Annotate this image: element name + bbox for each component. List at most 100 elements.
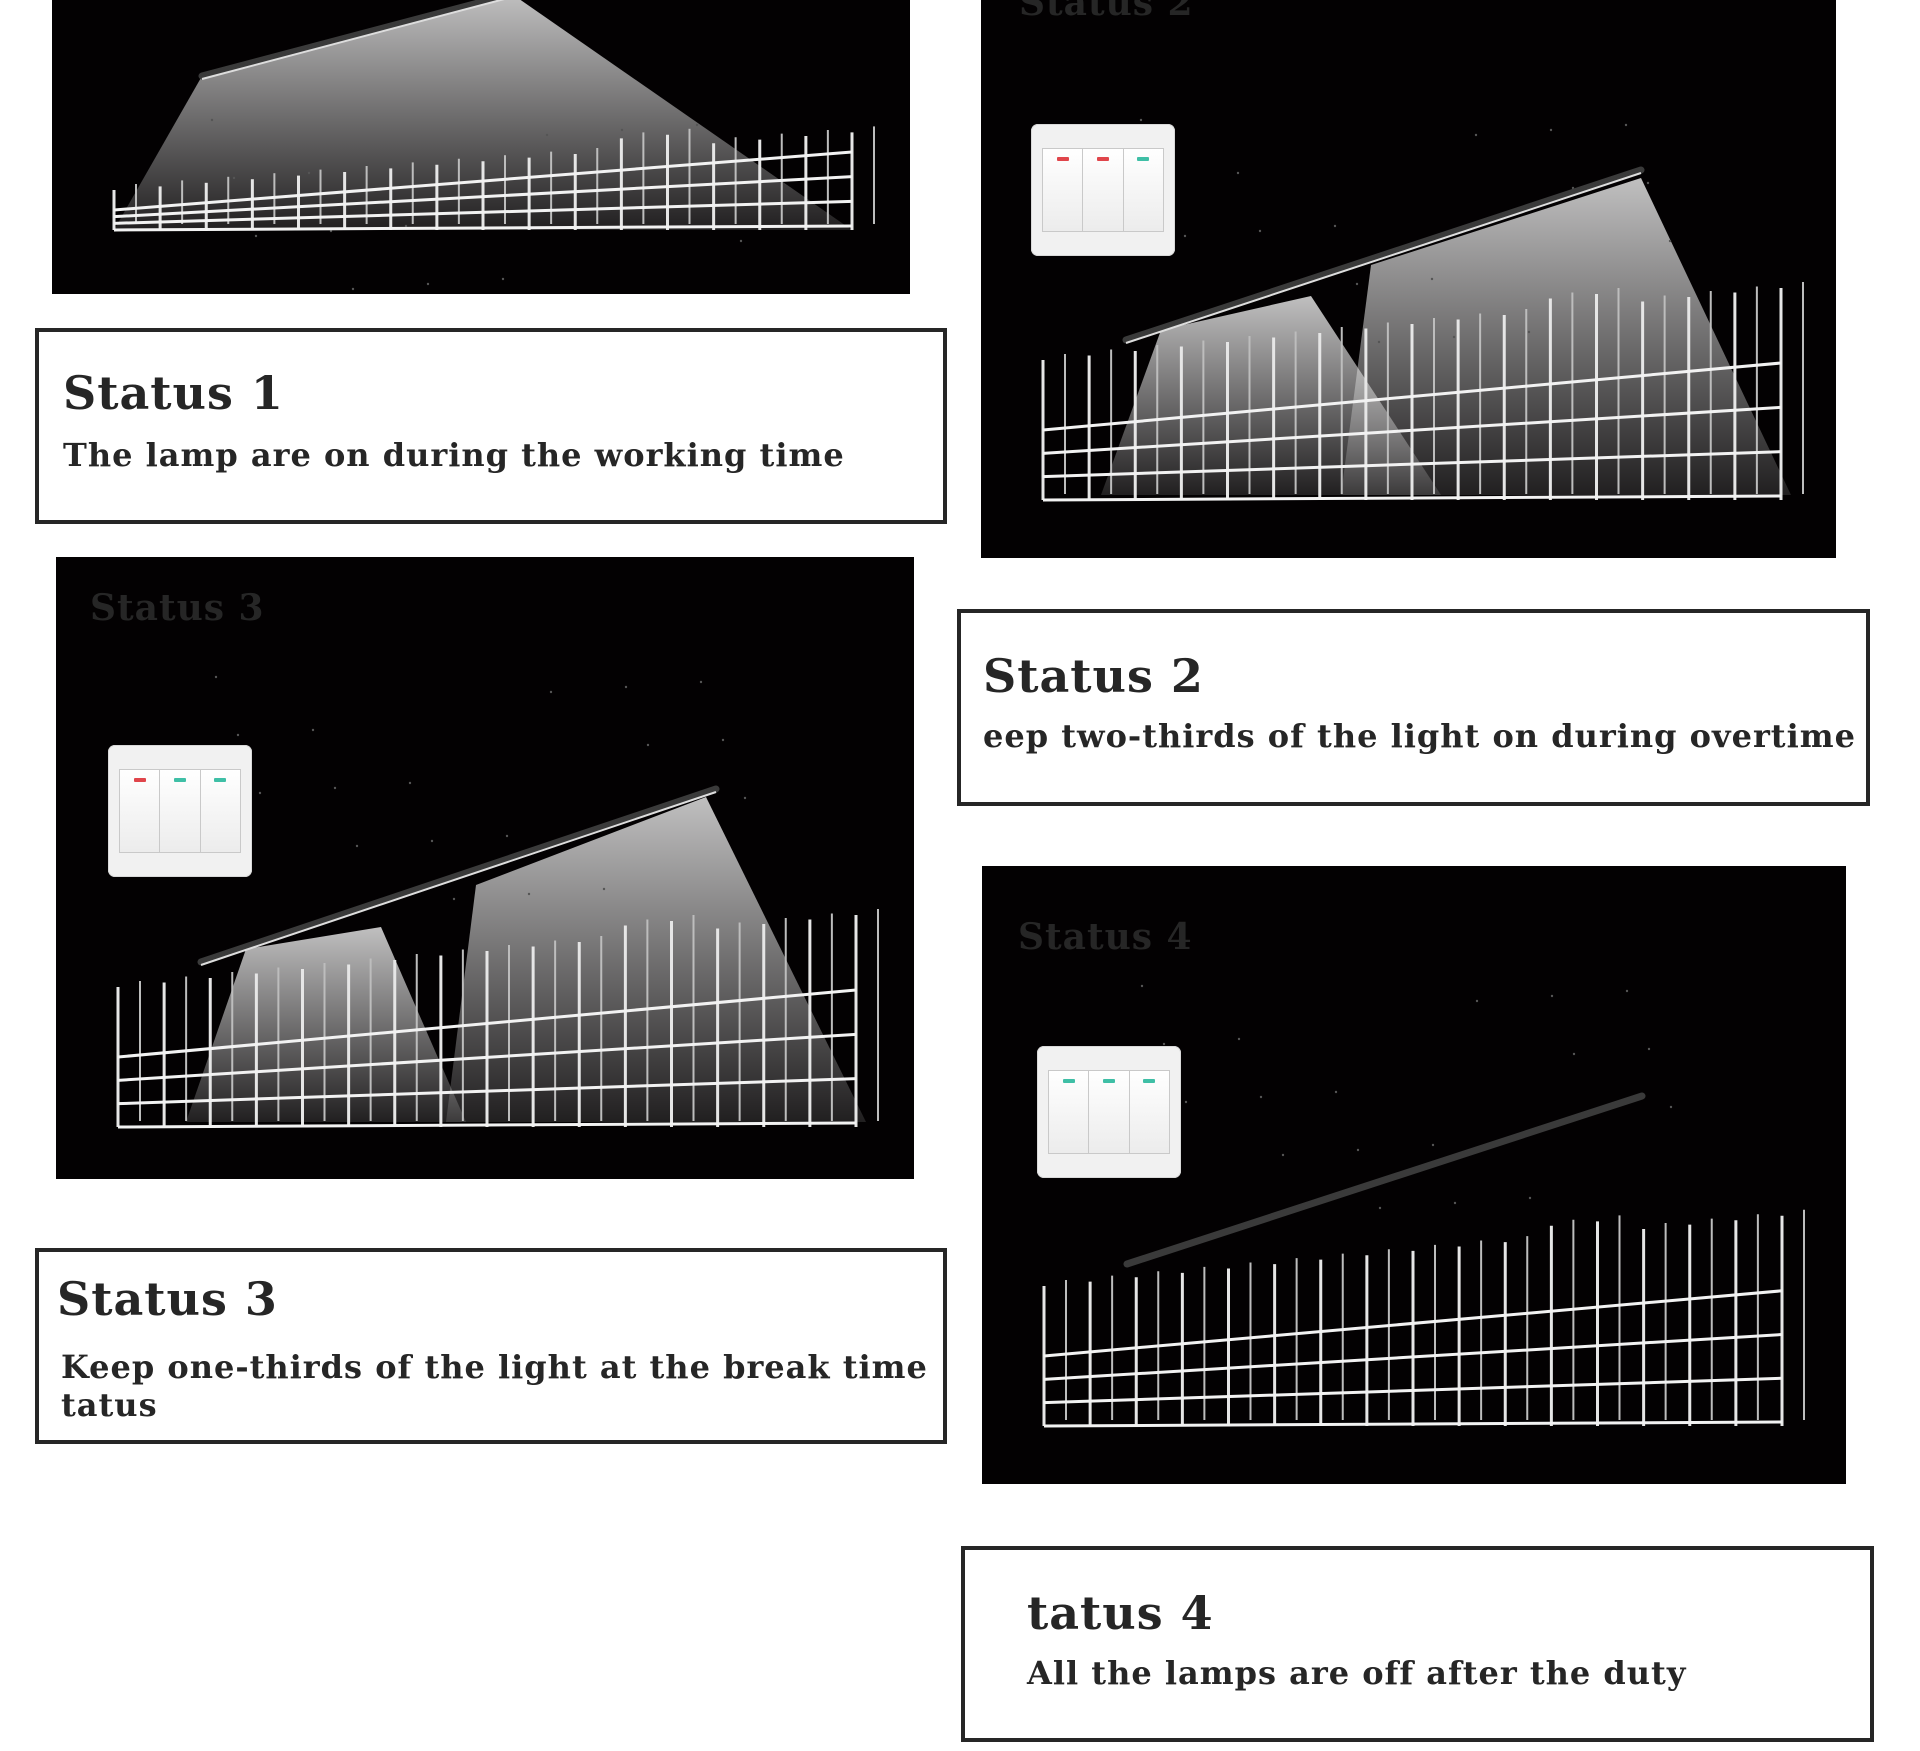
dust-dot	[505, 834, 509, 838]
shelving-scene	[1041, 118, 1804, 502]
wall-switch	[108, 745, 252, 877]
dust-dot	[721, 738, 725, 742]
linear-lamp	[198, 0, 504, 80]
dust-dot	[646, 743, 650, 747]
dust-dot	[1259, 1095, 1263, 1099]
dust-dot	[1646, 181, 1650, 185]
dust-dot	[1668, 239, 1672, 243]
indicator-led-icon	[1143, 1079, 1156, 1083]
shelf-beam	[117, 1032, 857, 1082]
scene-graphics	[1041, 118, 1804, 502]
wall-switch	[1031, 124, 1175, 256]
status-2-caption: Status 2 eep two-thirds of the light on …	[957, 609, 1870, 806]
scene-image-status-1	[52, 0, 910, 294]
scene-graphics	[112, 0, 875, 291]
shelf-beam	[1043, 1333, 1783, 1381]
dust-dot	[1334, 1090, 1338, 1094]
dust-dot	[1453, 1201, 1457, 1205]
caption-title: Status 2	[983, 649, 1204, 703]
switch-rocker	[1129, 1071, 1169, 1153]
dust-dot	[311, 728, 315, 732]
status-4-caption: tatus 4 All the lamps are off after the …	[961, 1546, 1874, 1742]
switch-rocker	[160, 770, 201, 852]
dust-dot	[1184, 1100, 1188, 1104]
dust-dot	[1281, 1153, 1285, 1157]
shelf-beam	[113, 150, 853, 212]
panel-watermark: Status 4	[1018, 916, 1193, 958]
switch-rocker	[1049, 1071, 1090, 1153]
dust-dot	[333, 786, 337, 790]
dust-dot	[1356, 1148, 1360, 1152]
dust-dot	[408, 781, 412, 785]
dust-dot	[1140, 984, 1144, 988]
dust-dot	[699, 680, 703, 684]
shelf-beam	[1042, 494, 1782, 502]
lamp-diffuser	[1125, 172, 1642, 344]
caption-title: tatus 4	[1027, 1586, 1214, 1640]
dust-dot	[404, 224, 408, 228]
dust-dot	[1527, 330, 1531, 334]
dust-dot	[1377, 340, 1381, 344]
dust-dot	[501, 277, 505, 281]
dust-dot	[426, 282, 430, 286]
dust-dot	[1355, 282, 1359, 286]
dust-dot	[1333, 224, 1337, 228]
indicator-led-icon	[1137, 157, 1150, 161]
dust-dot	[307, 171, 311, 175]
dust-dot	[1475, 999, 1479, 1003]
status-1-caption: Status 1 The lamp are on during the work…	[35, 328, 947, 524]
dust-dot	[254, 234, 258, 238]
indicator-led-icon	[214, 778, 227, 782]
shelf-beam	[1042, 450, 1782, 479]
panel-watermark: Status 2	[1019, 0, 1194, 24]
dust-dot	[1237, 1037, 1241, 1041]
shelf-beam	[1043, 1376, 1783, 1405]
indicator-led-icon	[1102, 1079, 1115, 1083]
dust-dot	[624, 685, 628, 689]
dust-dot	[620, 128, 624, 132]
indicator-led-icon	[1096, 157, 1109, 161]
dust-dot	[1549, 128, 1553, 132]
shelving-scene	[116, 675, 879, 1129]
shelf-beam	[117, 1077, 857, 1106]
switch-rocker	[1123, 149, 1163, 231]
dust-dot	[1431, 1143, 1435, 1147]
linear-lamp	[1122, 166, 1645, 344]
dust-dot	[1624, 123, 1628, 127]
caption-title: Status 3	[57, 1272, 278, 1326]
scene-image-status-2: Status 2	[981, 0, 1836, 558]
dust-dot	[430, 839, 434, 843]
dust-dot	[232, 176, 236, 180]
dust-dot	[1139, 118, 1143, 122]
caption-title: Status 1	[63, 366, 284, 420]
shelf-beam	[1042, 361, 1782, 432]
dust-dot	[527, 892, 531, 896]
linear-lamp	[197, 785, 720, 966]
shelf-beam	[113, 175, 853, 219]
switch-rocker	[1089, 1071, 1130, 1153]
caption-description: The lamp are on during the working time	[63, 436, 845, 474]
indicator-led-icon	[1056, 157, 1069, 161]
lamp-diffuser	[201, 0, 505, 80]
indicator-led-icon	[133, 778, 146, 782]
switch-rocker	[120, 770, 161, 852]
dust-dot	[1647, 1047, 1651, 1051]
shelving-scene	[1042, 984, 1805, 1428]
switch-rocker	[1083, 149, 1124, 231]
dust-dot	[1528, 1196, 1532, 1200]
dust-dot	[1452, 335, 1456, 339]
wall-switch	[1037, 1046, 1181, 1178]
shelf-beam	[1043, 1289, 1783, 1358]
panel-watermark: Status 3	[90, 587, 265, 629]
dust-dot	[743, 796, 747, 800]
dust-dot	[355, 844, 359, 848]
switch-rocker	[200, 770, 240, 852]
scene-image-status-3: Status 3	[56, 557, 914, 1179]
dust-dot	[1162, 1042, 1166, 1046]
dust-dot	[214, 675, 218, 679]
dust-dot	[739, 239, 743, 243]
lamp-diffuser	[200, 791, 717, 966]
caption-description: Keep one-thirds of the light at the brea…	[61, 1348, 928, 1424]
status-3-caption: Status 3 Keep one-thirds of the light at…	[35, 1248, 947, 1444]
shelf-beam	[113, 224, 853, 232]
